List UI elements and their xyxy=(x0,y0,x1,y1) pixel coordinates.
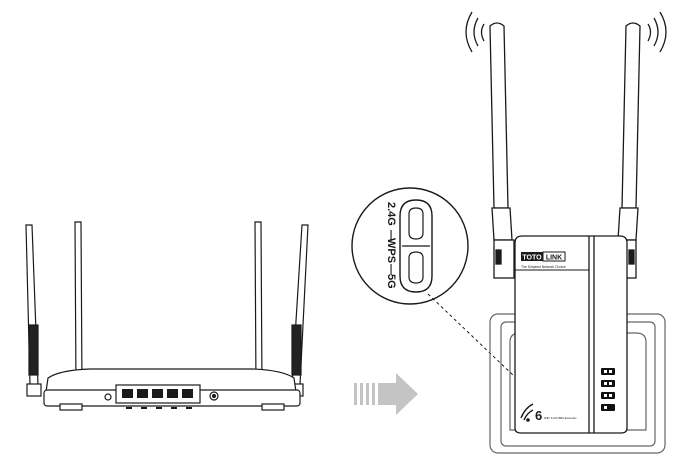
extender-antenna-left xyxy=(489,22,515,279)
extender-body xyxy=(514,235,628,434)
button-5g xyxy=(408,251,424,284)
brand-left: TOTO xyxy=(522,255,542,262)
callout-label-24g: 2.4G xyxy=(385,202,397,226)
brand-right: LINK xyxy=(546,255,562,262)
extender-antenna-right xyxy=(615,22,641,279)
button-callout: 2.4G — WPS — 5G xyxy=(351,187,515,377)
wifi6-badge: 6 WiFi 6 AX1800 Extender xyxy=(520,403,577,423)
callout-label-5g: 5G xyxy=(385,274,397,289)
callout-separator-2: — xyxy=(385,264,397,275)
router-antenna-right-outer xyxy=(288,224,309,397)
callout-separator-1: — xyxy=(385,230,397,241)
extender: TOTO LINK The Simplest Network Choice 6 … xyxy=(465,11,667,434)
wifi-signal-icon xyxy=(465,11,485,53)
wifi6-number: 6 xyxy=(535,408,542,423)
callout-label-wps: WPS xyxy=(385,238,397,263)
router-antenna-left-outer xyxy=(25,224,42,397)
wifi-signal-icon xyxy=(647,11,667,53)
button-24g xyxy=(408,207,424,240)
router xyxy=(25,221,309,411)
router-body xyxy=(43,368,301,411)
direction-arrow-icon xyxy=(354,373,418,415)
wifi6-caption: WiFi 6 AX1800 Extender xyxy=(544,416,577,420)
extender-status-leds xyxy=(601,368,615,411)
brand-tagline: The Simplest Network Choice xyxy=(521,265,566,269)
router-ports xyxy=(122,389,193,398)
extender-brand-logo: TOTO LINK The Simplest Network Choice xyxy=(521,251,566,269)
callout-leader-line xyxy=(427,293,515,377)
